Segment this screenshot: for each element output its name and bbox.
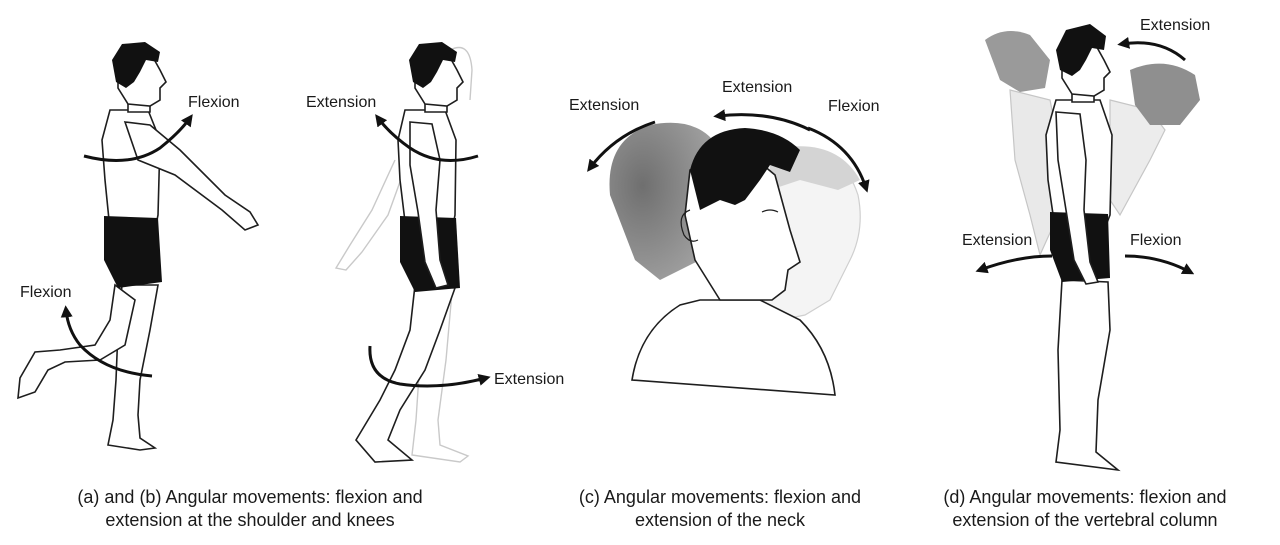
figure-a-hair bbox=[112, 42, 160, 88]
caption-ab: (a) and (b) Angular movements: flexion a… bbox=[40, 486, 460, 532]
figure-b-ghost-head bbox=[449, 46, 473, 101]
figure-c-neutral-hair bbox=[690, 128, 800, 210]
caption-c: (c) Angular movements: flexion and exten… bbox=[540, 486, 900, 532]
label-b-extension-arm: Extension bbox=[306, 94, 376, 111]
figure-a-knee-arrow bbox=[60, 305, 153, 378]
caption-d-line-2: extension of the vertebral column bbox=[952, 510, 1218, 530]
figure-a-shorts bbox=[104, 216, 162, 288]
caption-ab-line-2: extension at the shoulder and knees bbox=[105, 510, 395, 530]
figure-b-knee-arrow bbox=[368, 345, 491, 388]
label-a-flexion-knee: Flexion bbox=[20, 284, 72, 301]
label-d-extension-left: Extension bbox=[962, 232, 1032, 249]
figure-c-neck bbox=[587, 109, 870, 396]
figure-b-shoulder-arrow bbox=[375, 114, 479, 162]
label-c-extension-top: Extension bbox=[722, 79, 792, 96]
label-c-extension-left: Extension bbox=[569, 97, 639, 114]
figure-b-ghost-leg bbox=[411, 289, 470, 463]
label-d-extension-top: Extension bbox=[1140, 17, 1210, 34]
caption-c-line-2: extension of the neck bbox=[634, 510, 806, 530]
figure-d-hair bbox=[1056, 24, 1106, 76]
figure-b-hair bbox=[409, 42, 457, 88]
label-a-flexion-arm: Flexion bbox=[188, 94, 240, 111]
figure-d-vertebral-column bbox=[975, 24, 1200, 472]
figure-a-raised-leg bbox=[17, 283, 136, 400]
figure-c-flexion-arrow bbox=[807, 126, 870, 193]
figure-c-ear bbox=[680, 209, 699, 242]
figure-c-extension-arrow-left bbox=[587, 120, 656, 172]
label-b-extension-knee: Extension bbox=[494, 371, 564, 388]
figure-c-extension-arrow-top bbox=[713, 109, 811, 132]
figure-d-flexed-ghost-head bbox=[1130, 63, 1200, 125]
figure-d-extended-ghost-head bbox=[985, 31, 1050, 92]
figure-c-eye bbox=[761, 209, 779, 213]
figure-a-shoulder-knee-flexion bbox=[17, 42, 260, 451]
figure-b-shoulder-knee-extension bbox=[334, 42, 491, 463]
figure-d-extension-arrow-top bbox=[1117, 36, 1186, 62]
figure-b-bent-leg bbox=[355, 284, 457, 463]
caption-d-line-1: (d) Angular movements: flexion and bbox=[943, 487, 1227, 507]
caption-d: (d) Angular movements: flexion and exten… bbox=[910, 486, 1260, 532]
figure-d-extension-arrow-lower bbox=[975, 254, 1053, 274]
figure-a-shoulder-arrow bbox=[83, 114, 193, 162]
figure-b-ghost-arm bbox=[334, 159, 406, 271]
label-c-flexion: Flexion bbox=[828, 98, 880, 115]
caption-c-line-1: (c) Angular movements: flexion and bbox=[578, 487, 862, 507]
figure-d-flexion-arrow bbox=[1124, 254, 1195, 275]
figure-d-arm bbox=[1055, 111, 1100, 285]
figure-d-legs bbox=[1055, 279, 1121, 472]
figure-b-arm bbox=[409, 121, 450, 289]
caption-ab-line-1: (a) and (b) Angular movements: flexion a… bbox=[77, 487, 423, 507]
label-d-flexion: Flexion bbox=[1130, 232, 1182, 249]
